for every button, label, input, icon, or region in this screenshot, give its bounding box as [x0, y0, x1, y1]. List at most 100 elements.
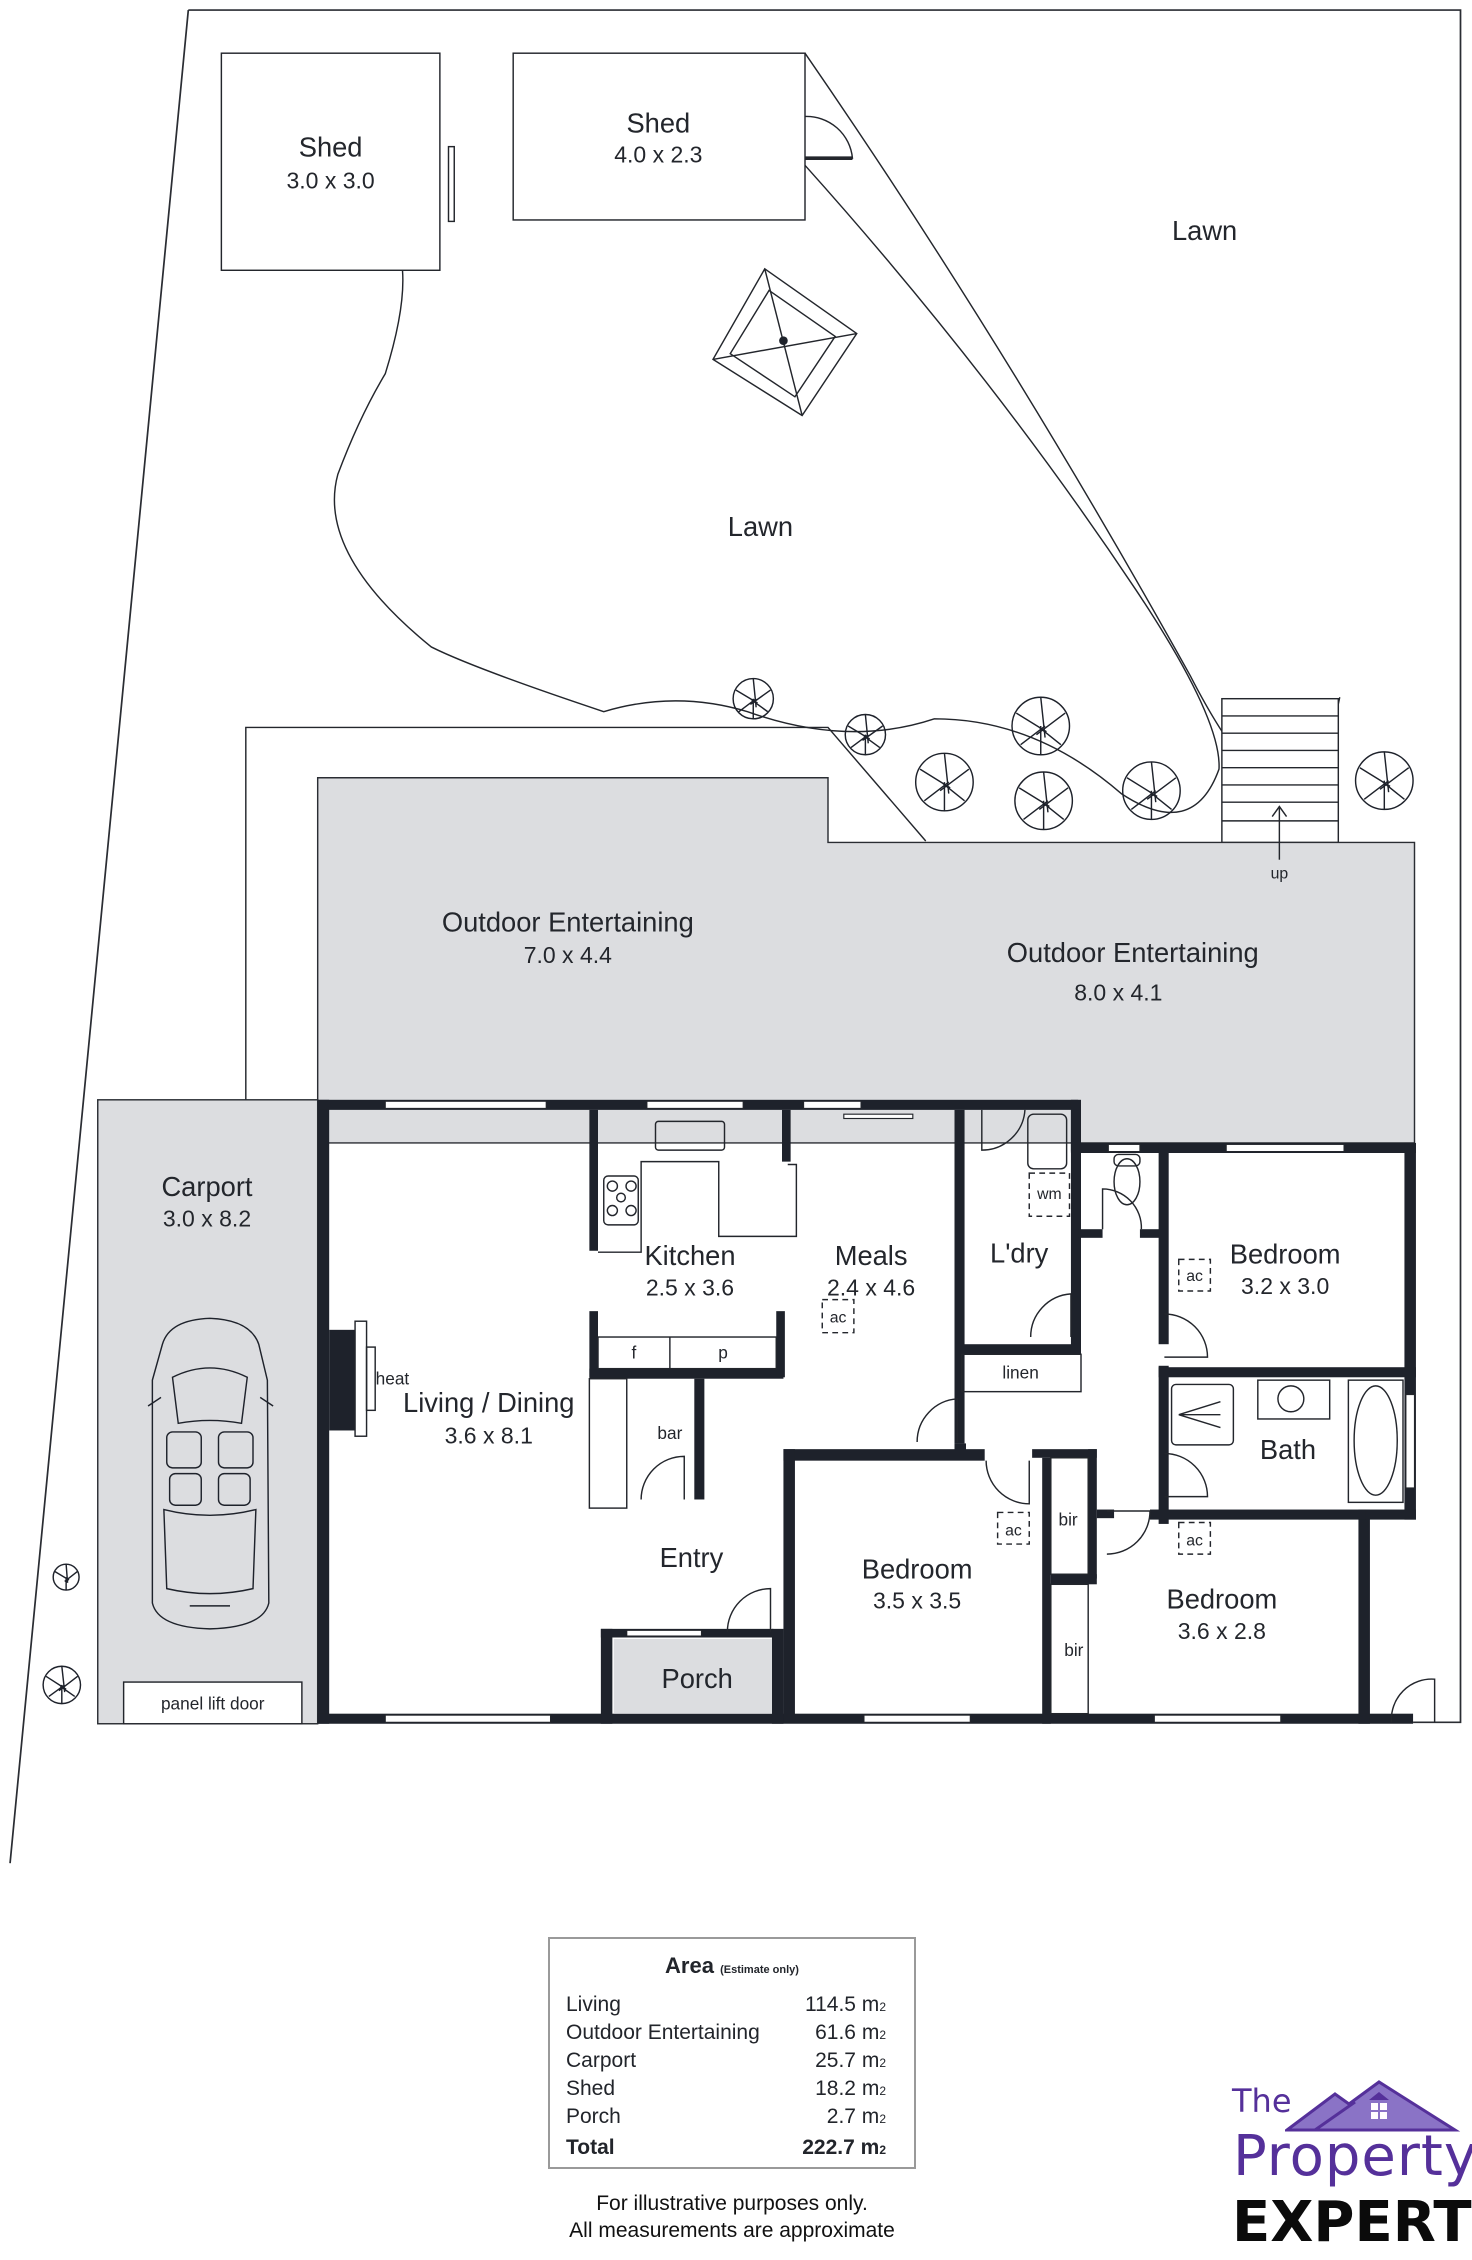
room-dims: 4.0 x 2.3	[614, 141, 702, 167]
garden-bed-right-edge	[804, 52, 1341, 790]
shed-1-door	[447, 145, 455, 223]
property-boundary	[9, 9, 1462, 1864]
carport-area	[97, 1099, 319, 1725]
unit-sub: 2	[879, 2143, 886, 2157]
unit-sub: 2	[879, 2000, 886, 2014]
room-name: Outdoor Entertaining	[442, 907, 694, 938]
fixture-label: panel lift door	[161, 1693, 265, 1713]
room-name: Bedroom	[1166, 1584, 1277, 1615]
garden-bed-inner-edge	[333, 164, 1220, 814]
unit-sub: 2	[879, 2112, 886, 2126]
fixture-label: up	[1271, 865, 1289, 882]
fixture-label: bar	[657, 1423, 682, 1443]
logo-text-experts: EXPERTS	[1232, 2190, 1472, 2255]
room-dims: 3.6 x 8.1	[445, 1422, 533, 1448]
kitchen-fixtures	[588, 1120, 798, 1509]
fixture-label: ac	[1005, 1522, 1022, 1539]
room-dims: 3.0 x 8.2	[163, 1205, 251, 1231]
fixture-label: wm	[1036, 1186, 1062, 1203]
disclaimer-line: All measurements are approximate	[569, 2219, 895, 2242]
room-name: Lawn	[1172, 215, 1237, 246]
area-table-title: Area (Estimate only)	[550, 1953, 914, 1979]
wet-area-fixtures	[960, 1113, 1404, 1715]
disclaimer: For illustrative purposes only. All meas…	[520, 2190, 944, 2244]
area-row-label: Shed	[566, 2077, 616, 2100]
room-name: Bedroom	[862, 1554, 973, 1585]
porch-area	[613, 1638, 772, 1714]
up-arrow-head	[1271, 805, 1288, 818]
windows	[384, 1100, 1416, 1723]
fixture-label: ac	[830, 1310, 847, 1327]
ac-marker	[996, 1511, 1030, 1545]
shed-2-door	[804, 115, 854, 159]
area-row-value: 2.7 m	[826, 2105, 880, 2128]
area-row: Outdoor Entertaining 61.6 m2	[566, 2019, 886, 2047]
room-name: L'dry	[990, 1237, 1049, 1268]
doors	[726, 1109, 1436, 1723]
steps	[1221, 697, 1340, 844]
fixture-label: p	[718, 1343, 728, 1363]
logo-text-property: Property	[1233, 2124, 1472, 2189]
fixture-label: bir	[1064, 1640, 1083, 1660]
shed-2	[512, 52, 806, 221]
ac-marker	[1178, 1521, 1212, 1555]
area-row-label: Porch	[566, 2105, 621, 2128]
room-dims: 3.0 x 3.0	[287, 167, 375, 193]
room-dims: 2.5 x 3.6	[646, 1274, 734, 1300]
room-name: Lawn	[728, 511, 793, 542]
gazebo-icon	[712, 267, 858, 417]
fixture-label: ac	[1186, 1268, 1203, 1285]
room-name: Outdoor Entertaining	[1007, 937, 1259, 968]
area-total-row: Total 222.7 m2	[566, 2134, 886, 2162]
house-roof-icon	[1285, 2080, 1461, 2132]
room-dims: 3.5 x 3.5	[873, 1588, 961, 1614]
room-dims: 7.0 x 4.4	[524, 942, 612, 968]
room-dims: 8.0 x 4.1	[1074, 980, 1162, 1006]
fixture-label: heat	[376, 1368, 410, 1388]
area-total-label: Total	[566, 2136, 615, 2159]
unit-sub: 2	[879, 2028, 886, 2042]
unit-sub: 2	[879, 2084, 886, 2098]
tree-icons	[42, 677, 1414, 1705]
room-name: Shed	[626, 107, 690, 138]
area-row: Carport 25.7 m2	[566, 2047, 886, 2075]
area-row: Porch 2.7 m2	[566, 2103, 886, 2131]
area-row-label: Outdoor Entertaining	[566, 2021, 760, 2044]
fixture-label: ac	[1186, 1532, 1203, 1549]
area-row: Living 114.5 m2	[566, 1991, 886, 2019]
area-row-value: 61.6 m	[815, 2021, 880, 2044]
area-total-value: 222.7 m	[802, 2136, 880, 2159]
cooktop-icon	[603, 1175, 639, 1226]
heater-icon	[329, 1320, 376, 1437]
room-name: Bath	[1260, 1434, 1316, 1465]
logo-text-the: The	[1232, 2082, 1292, 2120]
unit-sub: 2	[879, 2056, 886, 2070]
area-row-label: Living	[566, 1993, 621, 2016]
area-subtitle: (Estimate only)	[720, 1964, 799, 1976]
car-icon	[147, 1317, 274, 1630]
area-row-value: 25.7 m	[815, 2049, 880, 2072]
area-title-text: Area	[665, 1953, 714, 1978]
room-dims: 3.6 x 2.8	[1178, 1618, 1266, 1644]
fixture-label: bir	[1058, 1509, 1077, 1529]
path-outline	[245, 726, 927, 1100]
fixture-label: f	[632, 1343, 637, 1363]
room-dims: 2.4 x 4.6	[827, 1274, 915, 1300]
room-name: Carport	[161, 1171, 252, 1202]
ac-marker	[821, 1298, 855, 1334]
area-row-value: 114.5 m	[804, 1993, 880, 2016]
room-name: Kitchen	[644, 1240, 735, 1271]
area-row-label: Carport	[566, 2049, 637, 2072]
shed-1	[220, 52, 441, 271]
room-dims: 3.2 x 3.0	[1241, 1273, 1329, 1299]
room-name: Bedroom	[1230, 1239, 1341, 1270]
room-name: Entry	[660, 1542, 724, 1573]
disclaimer-line: For illustrative purposes only.	[596, 2192, 868, 2215]
room-name: Porch	[662, 1663, 733, 1694]
room-name: Meals	[835, 1240, 908, 1271]
panel-lift-door	[122, 1681, 303, 1725]
company-logo: The Property EXPERTS	[1225, 2070, 1472, 2255]
